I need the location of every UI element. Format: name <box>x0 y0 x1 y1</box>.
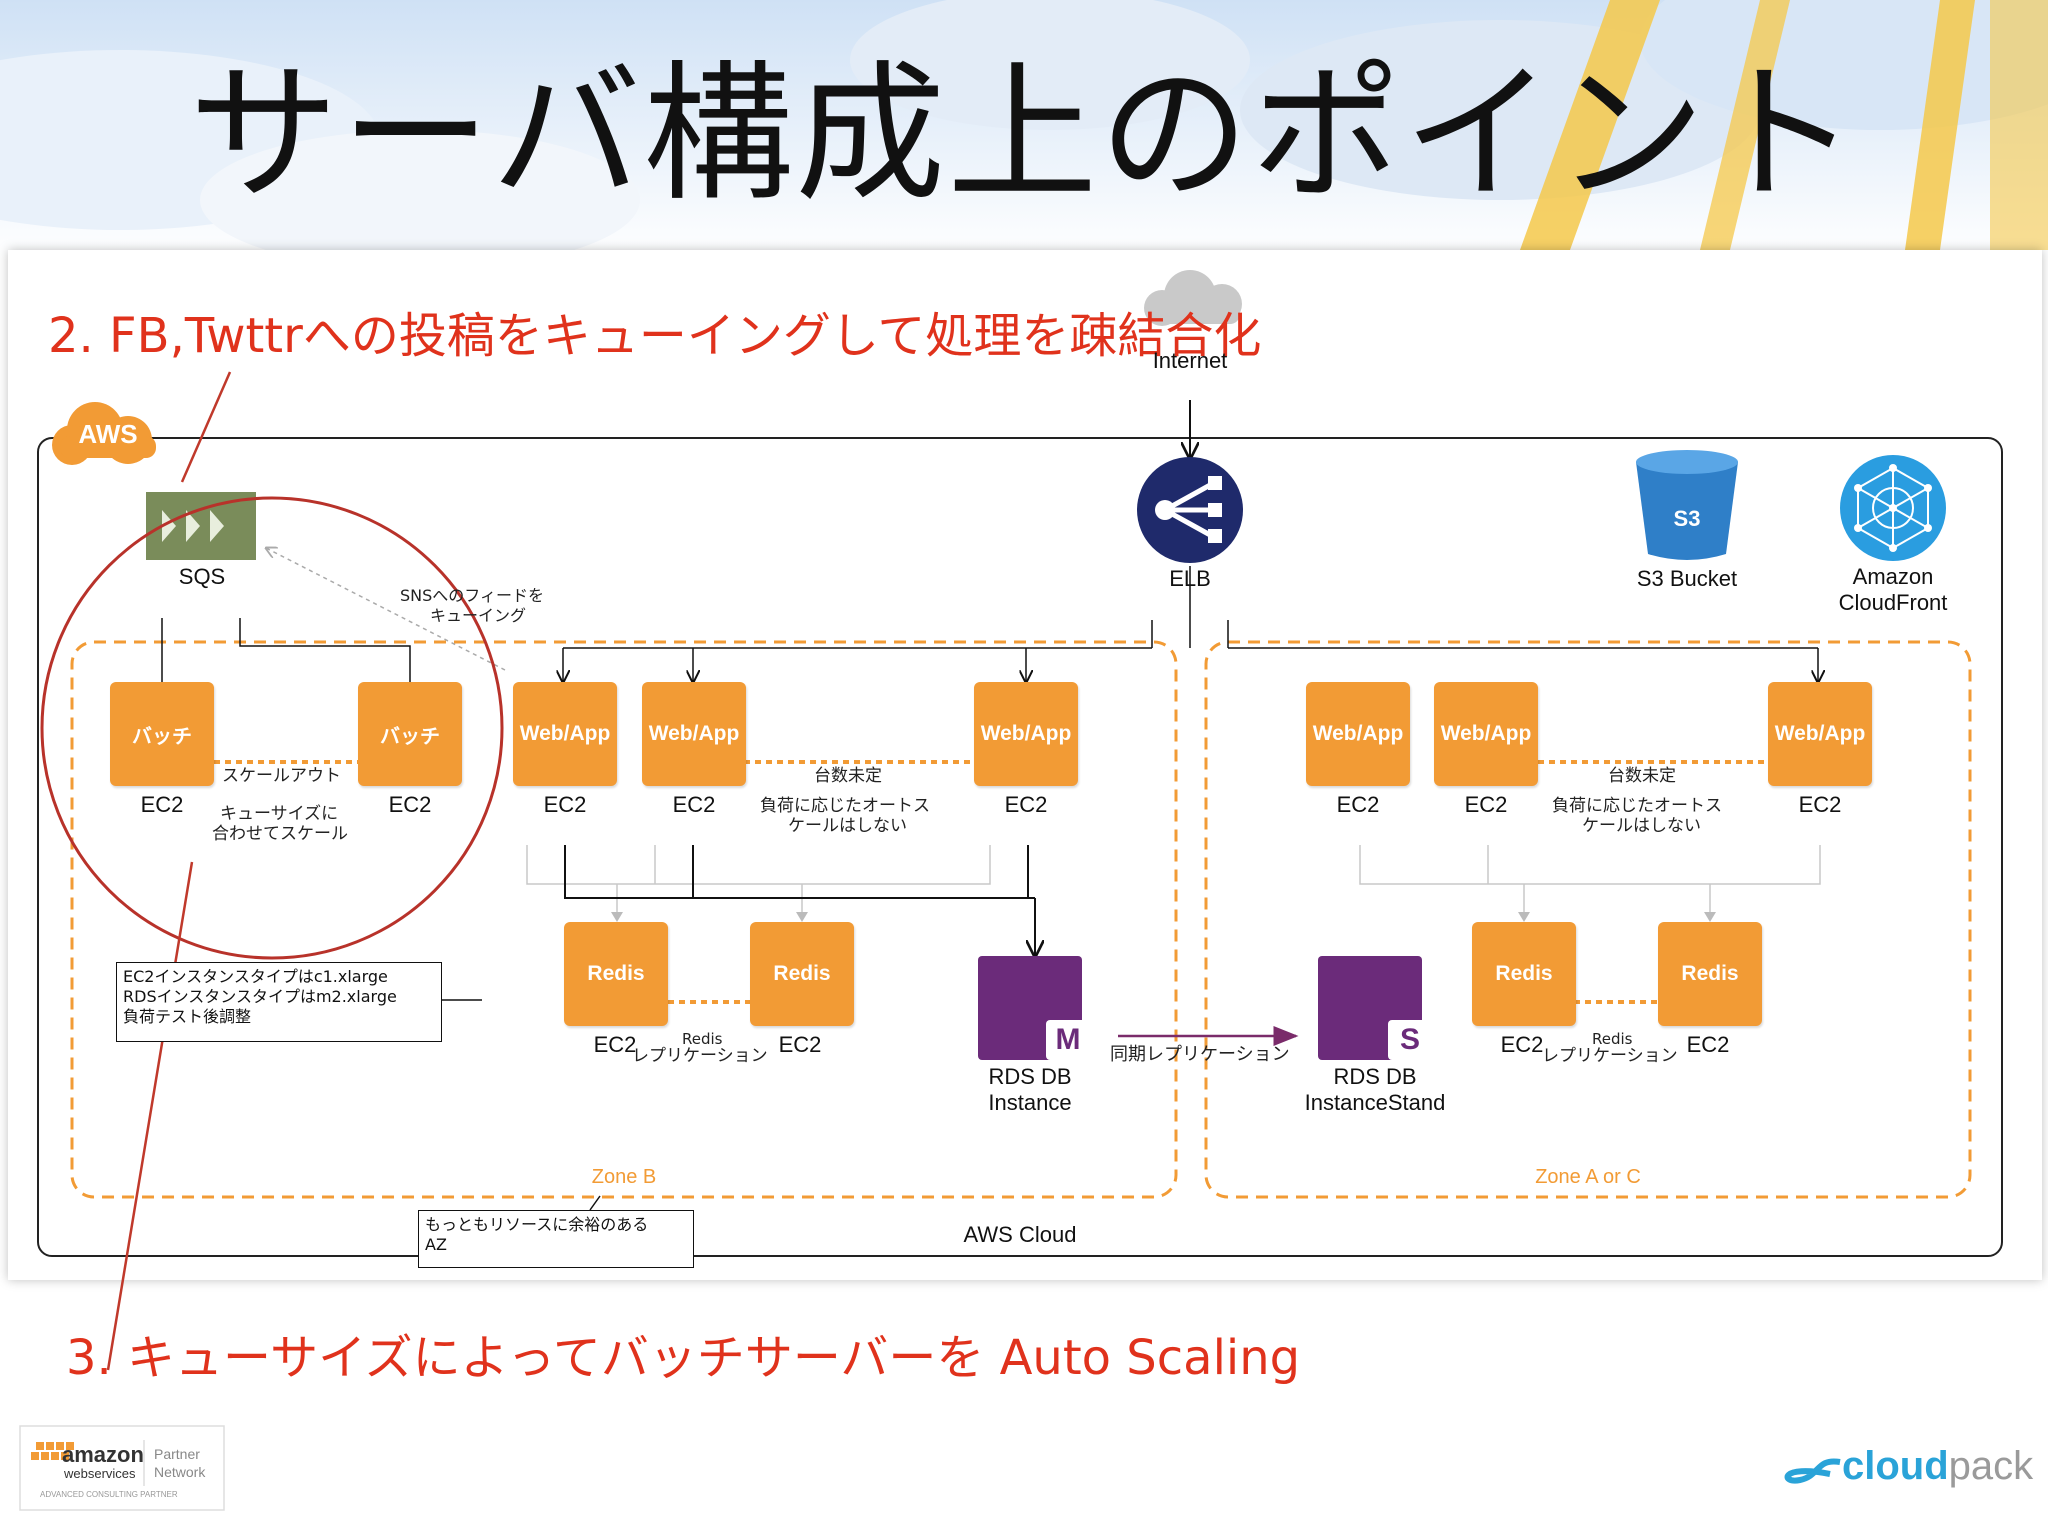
network-text: Network <box>154 1464 206 1480</box>
redis-box-b2: Redis <box>750 922 854 1026</box>
zone-b-border <box>70 640 1178 1199</box>
zone-b-label: Zone B <box>591 1166 657 1188</box>
s3-icon-text: S3 <box>1673 506 1701 531</box>
instance-note-line-2: RDSインスタンスタイプはm2.xlarge <box>123 987 397 1006</box>
cloudpack-logo-b: pack <box>1948 1444 2034 1488</box>
redis-box-b1: Redis <box>564 922 668 1026</box>
redis-box-c1: Redis <box>1472 922 1576 1026</box>
instance-note-line-1: EC2インスタンスタイプはc1.xlarge <box>123 967 388 986</box>
ec2-label-batch-1: EC2 <box>140 792 184 817</box>
aws-tag-label: AWS <box>78 419 138 449</box>
elb-icon <box>1137 457 1243 563</box>
cloudpack-swirl-icon <box>1784 1458 1841 1484</box>
az-note-line-2: AZ <box>425 1235 447 1254</box>
zone-ac-label: Zone A or C <box>1535 1166 1641 1188</box>
no-autoscale-note-b1: 負荷に応じたオートス <box>760 796 930 816</box>
sns-note-1: SNSへのフィードを <box>400 586 544 605</box>
webapp-box-b1: Web/App <box>513 682 617 786</box>
az-note-line-1: もっともリソースに余裕のある <box>425 1215 649 1234</box>
instance-note-line-3: 負荷テスト後調整 <box>123 1007 252 1026</box>
ec2-label-redis-b1: EC2 <box>593 1032 637 1057</box>
redis-repl-c1: Redis <box>1592 1030 1633 1048</box>
sns-note-2: キューイング <box>430 606 527 625</box>
cloudfront-icon <box>1840 455 1946 561</box>
elb-label: ELB <box>1169 566 1211 591</box>
queue-scale-note-1: キューサイズに <box>220 804 339 824</box>
ec2-label-redis-b2: EC2 <box>778 1032 822 1057</box>
ec2-label-web-b3: EC2 <box>1004 792 1048 817</box>
fixed-count-label-c: 台数未定 <box>1608 766 1676 786</box>
sqs-label: SQS <box>178 564 226 589</box>
ec2-label-web-c2: EC2 <box>1464 792 1508 817</box>
fixed-count-label-b: 台数未定 <box>814 766 882 786</box>
consulting-partner-text: ADVANCED CONSULTING PARTNER <box>40 1490 178 1499</box>
webservices-logo-text: webservices <box>64 1466 136 1481</box>
batch-box-1: バッチ <box>110 682 214 786</box>
slide-title: サーバ構成上のポイント <box>188 48 1860 222</box>
redis-repl-c2: レプリケーション <box>1542 1046 1678 1066</box>
cloudpack-logo: cloudpack <box>1842 1444 2033 1489</box>
queue-scale-note-2: 合わせてスケール <box>212 824 348 844</box>
zone-ac-border <box>1204 640 1972 1199</box>
webapp-box-c1: Web/App <box>1306 682 1410 786</box>
webapp-box-b2: Web/App <box>642 682 746 786</box>
ec2-label-web-b2: EC2 <box>672 792 716 817</box>
internet-cloud-icon <box>1144 270 1242 326</box>
aws-cloud-border <box>37 437 2003 1257</box>
redis-repl-b2: レプリケーション <box>632 1046 768 1066</box>
webapp-box-b3: Web/App <box>974 682 1078 786</box>
instance-type-note: EC2インスタンスタイプはc1.xlarge RDSインスタンスタイプはm2.x… <box>116 962 442 1042</box>
s3-bucket-label: S3 Bucket <box>1636 566 1738 591</box>
webapp-box-c3: Web/App <box>1768 682 1872 786</box>
no-autoscale-note-b2: ケールはしない <box>788 816 907 836</box>
aws-cubes-icon <box>31 1442 74 1460</box>
aws-partner-badge-frame <box>19 1425 225 1511</box>
scale-out-label: スケールアウト <box>222 766 341 786</box>
no-autoscale-note-c1: 負荷に応じたオートス <box>1552 796 1722 816</box>
rds-standby-label-1: RDS DB <box>1333 1064 1417 1089</box>
aws-cloud-icon <box>52 402 156 465</box>
internet-label: Internet <box>1152 348 1228 373</box>
redis-box-c2: Redis <box>1658 922 1762 1026</box>
annotation-autoscaling: 3. キューサイズによってバッチサーバーを Auto Scaling <box>66 1330 1301 1386</box>
ec2-label-redis-c1: EC2 <box>1500 1032 1544 1057</box>
sync-replication-label: 同期レプリケーション <box>1110 1044 1290 1065</box>
s3-bucket-icon <box>1636 450 1738 560</box>
batch-box-2: バッチ <box>358 682 462 786</box>
cloudpack-logo-a: cloud <box>1842 1444 1949 1488</box>
rds-master-badge: M <box>1046 1020 1090 1060</box>
rds-standby-label-2: InstanceStand <box>1304 1090 1446 1115</box>
ec2-label-web-c1: EC2 <box>1336 792 1380 817</box>
aws-cloud-label: AWS Cloud <box>963 1222 1077 1247</box>
ec2-label-web-b1: EC2 <box>543 792 587 817</box>
ec2-label-redis-c2: EC2 <box>1686 1032 1730 1057</box>
cloudfront-label-2: CloudFront <box>1838 590 1948 615</box>
amazon-logo-text: amazon <box>62 1442 144 1467</box>
webapp-box-c2: Web/App <box>1434 682 1538 786</box>
annotation-queuing: 2. FB,Twttrへの投稿をキューイングして処理を疎結合化 <box>48 308 1262 364</box>
ec2-label-batch-2: EC2 <box>388 792 432 817</box>
redis-repl-b1: Redis <box>682 1030 723 1048</box>
az-note: もっともリソースに余裕のある AZ <box>418 1210 694 1268</box>
rds-instance-label-1: RDS DB <box>988 1064 1072 1089</box>
partner-text: Partner <box>154 1446 200 1462</box>
rds-instance-label-2: Instance <box>988 1090 1072 1115</box>
cloudfront-label-1: Amazon <box>1852 564 1934 589</box>
no-autoscale-note-c2: ケールはしない <box>1582 816 1701 836</box>
ec2-label-web-c3: EC2 <box>1798 792 1842 817</box>
rds-standby-badge: S <box>1388 1020 1432 1060</box>
